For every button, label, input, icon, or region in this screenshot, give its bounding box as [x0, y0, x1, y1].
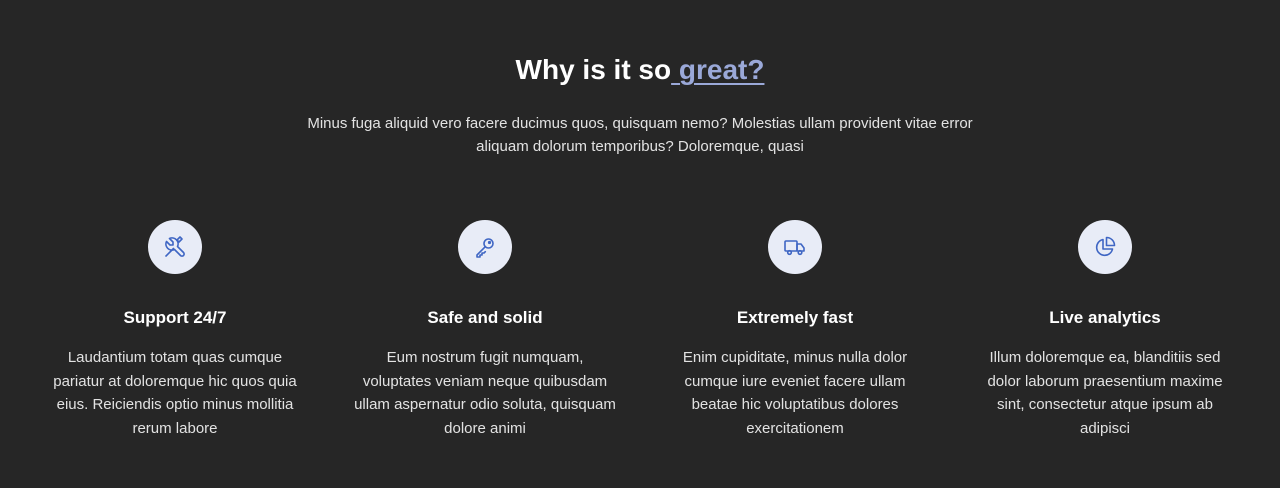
feature-description: Enim cupiditate, minus nulla dolor cumqu…: [682, 349, 908, 437]
pie-chart-icon: [1078, 220, 1132, 274]
feature-title: Support 24/7: [123, 308, 227, 327]
heading-accent-text: great?: [671, 54, 765, 85]
feature-title: Extremely fast: [736, 308, 854, 327]
feature-description: Illum doloremque ea, blanditiis sed dolo…: [987, 349, 1223, 437]
truck-icon: [768, 220, 822, 274]
features-grid: Support 24/7 Laudantium totam quas cumqu…: [20, 220, 1260, 440]
feature-card-safe: Safe and solid Eum nostrum fugit numquam…: [330, 220, 640, 440]
feature-card-analytics: Live analytics Illum doloremque ea, blan…: [950, 220, 1260, 440]
section-intro: Minus fuga aliquid vero facere ducimus q…: [307, 115, 973, 155]
section-heading: Why is it so great?: [0, 50, 1280, 90]
tools-icon: [148, 220, 202, 274]
heading-main-text: Why is it so: [515, 54, 672, 85]
feature-card-support: Support 24/7 Laudantium totam quas cumqu…: [20, 220, 330, 440]
feature-title: Safe and solid: [427, 308, 543, 327]
feature-card-fast: Extremely fast Enim cupiditate, minus nu…: [640, 220, 950, 440]
key-icon: [458, 220, 512, 274]
feature-description: Laudantium totam quas cumque pariatur at…: [53, 349, 297, 437]
feature-description: Eum nostrum fugit numquam, voluptates ve…: [354, 349, 616, 437]
feature-title: Live analytics: [1049, 308, 1161, 327]
